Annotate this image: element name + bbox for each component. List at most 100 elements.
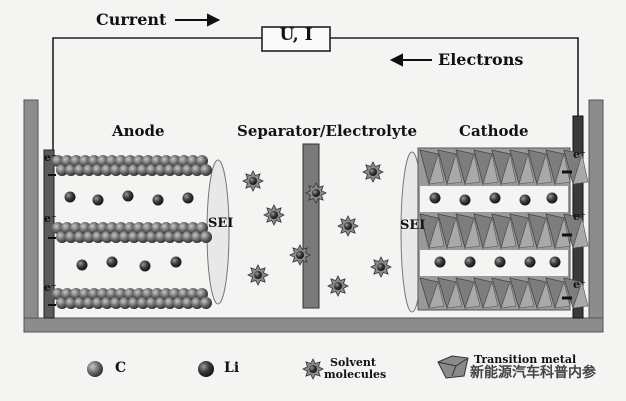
lithium-ion (429, 192, 441, 204)
legend-solvent-label-2: molecules (324, 368, 387, 381)
carbon-atom (119, 297, 131, 309)
lithium-ion (139, 260, 151, 272)
transition-metal-octahedron (500, 217, 517, 249)
carbon-atom (61, 155, 73, 167)
cathode-facets (419, 149, 589, 310)
carbon-atom (74, 164, 86, 176)
cathode-label: Cathode (459, 122, 529, 140)
transition-metal-octahedron (572, 153, 589, 185)
watermark-text: 新能源汽车科普内参 (470, 365, 596, 381)
electron-label: e⁻ (44, 281, 57, 294)
transition-metal-octahedron (518, 280, 535, 309)
current-arrow (175, 13, 221, 27)
carbon-atom (191, 297, 203, 309)
solvent-core (369, 168, 377, 176)
carbon-atom (169, 222, 181, 234)
carbon-atom (142, 288, 154, 300)
carbon-atom (115, 155, 127, 167)
carbon-atom (151, 155, 163, 167)
lithium-ion (464, 256, 476, 268)
carbon-atom (106, 288, 118, 300)
carbon-atom (137, 164, 149, 176)
carbon-atom (106, 155, 118, 167)
legend-transition-metal-icon (437, 355, 469, 379)
carbon-atom (52, 288, 64, 300)
solvent-molecule (362, 161, 384, 183)
ui-box (261, 26, 331, 52)
carbon-atom (169, 155, 181, 167)
transition-metal-octahedron (554, 153, 571, 185)
carbon-atom (115, 222, 127, 234)
carbon-atom (137, 231, 149, 243)
legend-carbon-label: C (115, 360, 127, 376)
carbon-atom (79, 222, 91, 234)
carbon-atom (187, 288, 199, 300)
carbon-atom (160, 155, 172, 167)
carbon-atom (151, 288, 163, 300)
transition-metal-octahedron (446, 153, 463, 185)
carbon-atom (191, 164, 203, 176)
carbon-atom (187, 155, 199, 167)
carbon-atom (155, 231, 167, 243)
carbon-atom (110, 231, 122, 243)
solvent-molecule (337, 215, 359, 237)
lithium-ion (434, 256, 446, 268)
carbon-atom (133, 288, 145, 300)
carbon-atom (124, 288, 136, 300)
carbon-atom (65, 231, 77, 243)
carbon-atom (79, 155, 91, 167)
carbon-atom (155, 297, 167, 309)
electrons-arrow (389, 53, 432, 67)
carbon-atom (83, 231, 95, 243)
carbon-atom (196, 288, 208, 300)
carbon-atom (160, 222, 172, 234)
anode-layers (52, 155, 212, 309)
solvent-core (344, 222, 352, 230)
transition-metal-octahedron (518, 153, 535, 185)
lithium-ion (519, 194, 531, 206)
solvent-molecule (327, 275, 349, 297)
carbon-atom (79, 288, 91, 300)
legend-lithium-icon (198, 361, 214, 377)
carbon-atom (164, 231, 176, 243)
carbon-atom (110, 297, 122, 309)
carbon-atom (128, 164, 140, 176)
carbon-atom (92, 164, 104, 176)
transition-metal-octahedron (518, 217, 535, 249)
carbon-atom (88, 222, 100, 234)
carbon-atom (83, 164, 95, 176)
carbon-atom (169, 288, 181, 300)
carbon-atom (128, 231, 140, 243)
solvent-core (377, 263, 385, 271)
lithium-ion (76, 259, 88, 271)
lithium-ion (546, 192, 558, 204)
carbon-atom (200, 164, 212, 176)
carbon-atom (164, 297, 176, 309)
carbon-atom (56, 231, 68, 243)
transition-metal-octahedron (464, 217, 481, 249)
carbon-atom (97, 222, 109, 234)
carbon-atom (124, 222, 136, 234)
carbon-atom (164, 164, 176, 176)
solvent-core (249, 177, 257, 185)
carbon-atom (178, 155, 190, 167)
carbon-atom (74, 297, 86, 309)
legend-solvent-icon (302, 358, 324, 380)
solvent-molecule (242, 170, 264, 192)
carbon-atom (182, 231, 194, 243)
transition-metal-octahedron (554, 217, 571, 249)
carbon-atom (110, 164, 122, 176)
carbon-atom (124, 155, 136, 167)
carbon-atom (88, 155, 100, 167)
lithium-ion (170, 256, 182, 268)
carbon-atom (146, 164, 158, 176)
transition-metal-octahedron (464, 280, 481, 309)
carbon-atom (101, 164, 113, 176)
carbon-atom (74, 231, 86, 243)
sei-left-label: SEI (208, 216, 234, 231)
carbon-atom (173, 164, 185, 176)
carbon-atom (133, 222, 145, 234)
carbon-atom (92, 231, 104, 243)
